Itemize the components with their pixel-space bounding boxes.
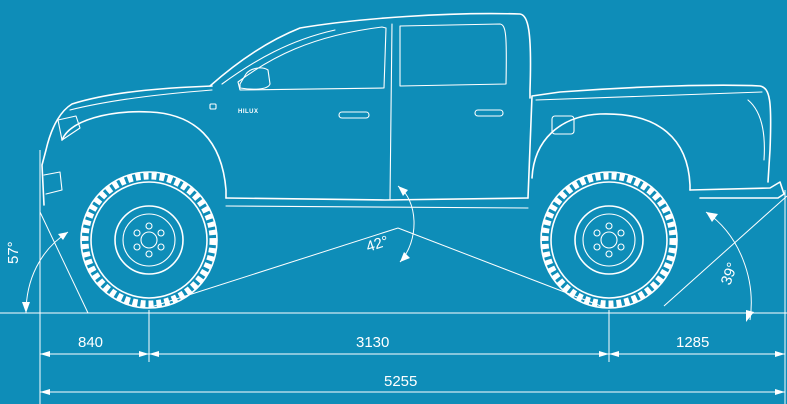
front-wheel	[80, 171, 218, 309]
model-badge: HILUX	[238, 109, 259, 115]
departure-angle-label: 39°	[718, 260, 742, 287]
vehicle-body	[41, 12, 785, 209]
rear-bumper	[689, 181, 785, 199]
wheelbase-label: 3130	[356, 334, 389, 351]
overall-length-label: 5255	[384, 373, 417, 390]
b-pillar	[389, 23, 393, 201]
rear-wheel	[540, 171, 678, 309]
angle-guides	[22, 185, 787, 322]
front-overhang-label: 840	[78, 334, 103, 351]
rear-window	[399, 23, 507, 87]
side-marker	[209, 103, 217, 110]
approach-angle-label: 57°	[5, 241, 22, 264]
headlight	[57, 115, 81, 141]
front-window	[237, 26, 387, 91]
rear-door-handle	[474, 109, 504, 117]
tail-light	[747, 99, 765, 161]
fog-light	[43, 171, 63, 195]
side-mirror	[239, 67, 271, 90]
fuel-cap	[551, 115, 575, 135]
dimension-lines	[39, 150, 786, 404]
rear-overhang-label: 1285	[676, 334, 709, 351]
front-door-handle	[338, 111, 370, 119]
breakover-angle-label: 42°	[364, 233, 391, 256]
